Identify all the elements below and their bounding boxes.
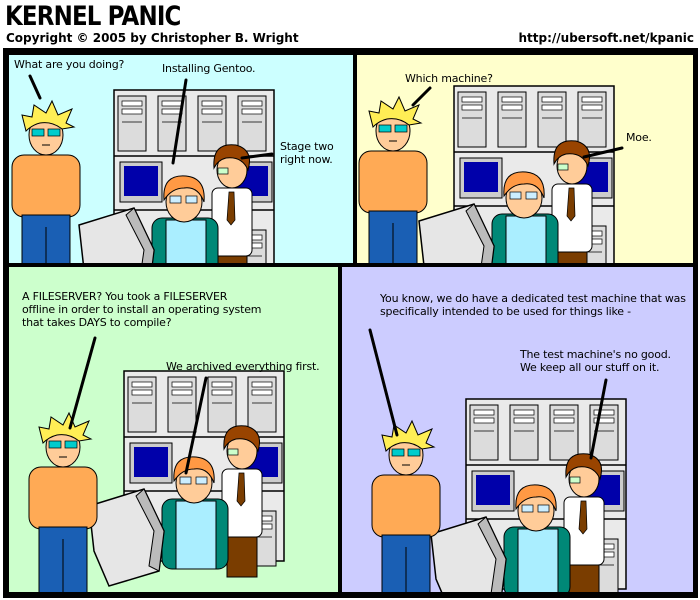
blond-character — [11, 99, 81, 263]
crt-monitor — [88, 488, 165, 587]
crt-monitor — [418, 203, 495, 263]
server-tower — [537, 91, 567, 148]
dialogue-brown: Stage two right now. — [280, 140, 334, 166]
monitor — [459, 157, 503, 199]
server-tower — [509, 404, 539, 461]
blond-character — [358, 95, 428, 263]
crt-monitor — [430, 516, 507, 592]
dialogue-blond: Which machine? — [405, 72, 493, 85]
blond-character — [28, 411, 98, 592]
server-tower — [207, 376, 237, 433]
panel-4 — [341, 266, 694, 593]
orange-haired-character — [151, 175, 219, 263]
server-tower — [167, 376, 197, 433]
panel-scene — [358, 85, 615, 263]
dialogue-brown: We archived everything first. — [166, 360, 320, 373]
brown-haired-character — [211, 144, 253, 263]
server-tower — [127, 376, 157, 433]
server-tower — [497, 91, 527, 148]
monitor — [129, 442, 173, 484]
server-tower — [247, 376, 277, 433]
monitor — [119, 161, 163, 203]
server-tower — [549, 404, 579, 461]
dialogue-brown: The test machine's no good. We keep all … — [520, 348, 671, 374]
brown-haired-character — [551, 140, 593, 263]
server-tower — [157, 95, 187, 152]
dialogue-orange: Installing Gentoo. — [162, 62, 256, 75]
dialogue-blond: What are you doing? — [14, 58, 125, 71]
server-tower — [117, 95, 147, 152]
server-tower — [197, 95, 227, 152]
brown-haired-character — [221, 425, 263, 578]
comic-url: http://ubersoft.net/kpanic — [518, 31, 695, 45]
brown-haired-character — [563, 453, 605, 592]
monitor — [471, 470, 515, 512]
dialogue-brown: Moe. — [626, 131, 652, 144]
server-tower — [577, 91, 607, 148]
blond-character — [371, 419, 441, 592]
copyright-notice: Copyright © 2005 by Christopher B. Wrigh… — [6, 31, 299, 45]
server-tower — [457, 91, 487, 148]
orange-haired-character — [491, 171, 559, 263]
dialogue-blond: A FILESERVER? You took a FILESERVER offl… — [22, 290, 262, 329]
server-tower — [469, 404, 499, 461]
panel-2 — [356, 54, 694, 264]
crt-monitor — [78, 207, 155, 263]
dialogue-blond: You know, we do have a dedicated test ma… — [380, 292, 686, 318]
server-tower — [589, 404, 619, 461]
server-tower — [237, 95, 267, 152]
comic-title: KERNEL PANIC — [5, 1, 181, 32]
